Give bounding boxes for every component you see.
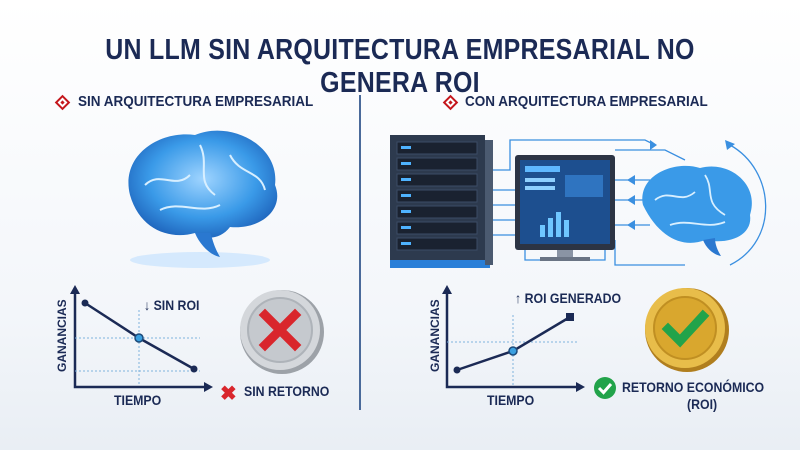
y-axis-label: GANANCIAS <box>55 299 69 372</box>
page-title: UN LLM SIN ARQUITECTURA EMPRESARIAL NO G… <box>105 34 695 99</box>
y-axis-label: GANANCIAS <box>428 299 442 372</box>
check-circle-icon <box>594 377 616 399</box>
right-chart <box>442 285 585 392</box>
brain-icon <box>128 130 278 268</box>
x-axis-label: TIEMPO <box>114 392 162 408</box>
brain-icon <box>642 165 752 256</box>
monitor-icon <box>515 155 615 261</box>
left-heading: SIN ARQUITECTURA EMPRESARIAL <box>78 93 314 110</box>
right-result-roi: (ROI) <box>687 396 718 412</box>
x-icon: ✖ <box>220 383 237 405</box>
gold-coin-check-icon <box>645 288 729 372</box>
chart-annotation: ↓ SIN ROI <box>144 297 200 313</box>
divider <box>359 95 361 410</box>
server-rack-icon <box>390 135 493 268</box>
left-chart <box>70 285 213 392</box>
right-result: RETORNO ECONÓMICO <box>622 379 765 395</box>
left-result: SIN RETORNO <box>244 383 330 399</box>
architecture-illustration <box>390 135 767 268</box>
x-axis-label: TIEMPO <box>487 392 535 408</box>
right-heading: CON ARQUITECTURA EMPRESARIAL <box>465 93 708 110</box>
chart-annotation: ↑ ROI GENERADO <box>515 290 622 306</box>
silver-coin-x-icon <box>240 290 324 374</box>
